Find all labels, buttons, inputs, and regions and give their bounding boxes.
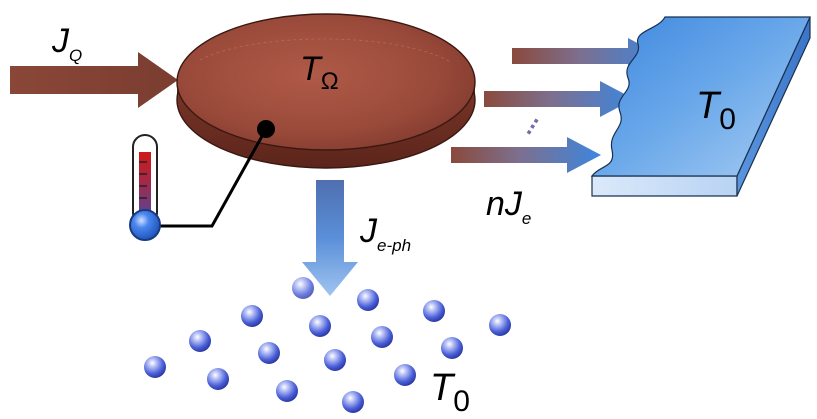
phonon-sphere xyxy=(276,380,298,402)
reservoir-slab xyxy=(590,16,811,197)
probe-wire xyxy=(150,120,275,228)
phonon-sphere xyxy=(371,326,393,348)
phonon-sphere xyxy=(189,330,211,352)
phonon-sphere xyxy=(324,349,346,371)
metallic-island xyxy=(176,13,476,169)
electron-transport-arrow-2 xyxy=(484,81,634,117)
electron-flow-label: nJe xyxy=(486,185,531,228)
phonon-sphere xyxy=(423,300,445,322)
phonon-sphere xyxy=(357,289,379,311)
phonon-sphere xyxy=(207,368,229,390)
electron-phonon-arrow xyxy=(302,180,358,296)
phonon-sphere xyxy=(394,364,416,386)
electron-transport-arrow-3 xyxy=(451,137,601,173)
phonon-sphere xyxy=(241,305,263,327)
island-temperature-label: TΩ xyxy=(300,50,339,95)
phonon-sphere xyxy=(342,391,364,413)
electron-phonon-label: Je-ph xyxy=(359,212,411,255)
heat-input-label: JQ xyxy=(51,22,82,65)
heat-input-arrow xyxy=(10,52,178,108)
phonon-sphere xyxy=(309,315,331,337)
phonon-temperature-label: T0 xyxy=(430,367,470,418)
phonon-sphere xyxy=(144,356,166,378)
phonon-bath xyxy=(144,277,511,413)
electron-transport-arrow-1 xyxy=(512,38,662,74)
phonon-sphere xyxy=(441,337,463,359)
phonon-sphere xyxy=(292,277,314,299)
thermometer-icon xyxy=(129,134,161,241)
phonon-sphere xyxy=(489,314,511,336)
phonon-sphere xyxy=(258,342,280,364)
continuation-dots: ... xyxy=(511,108,545,139)
reservoir-temperature-label: T0 xyxy=(696,85,736,136)
